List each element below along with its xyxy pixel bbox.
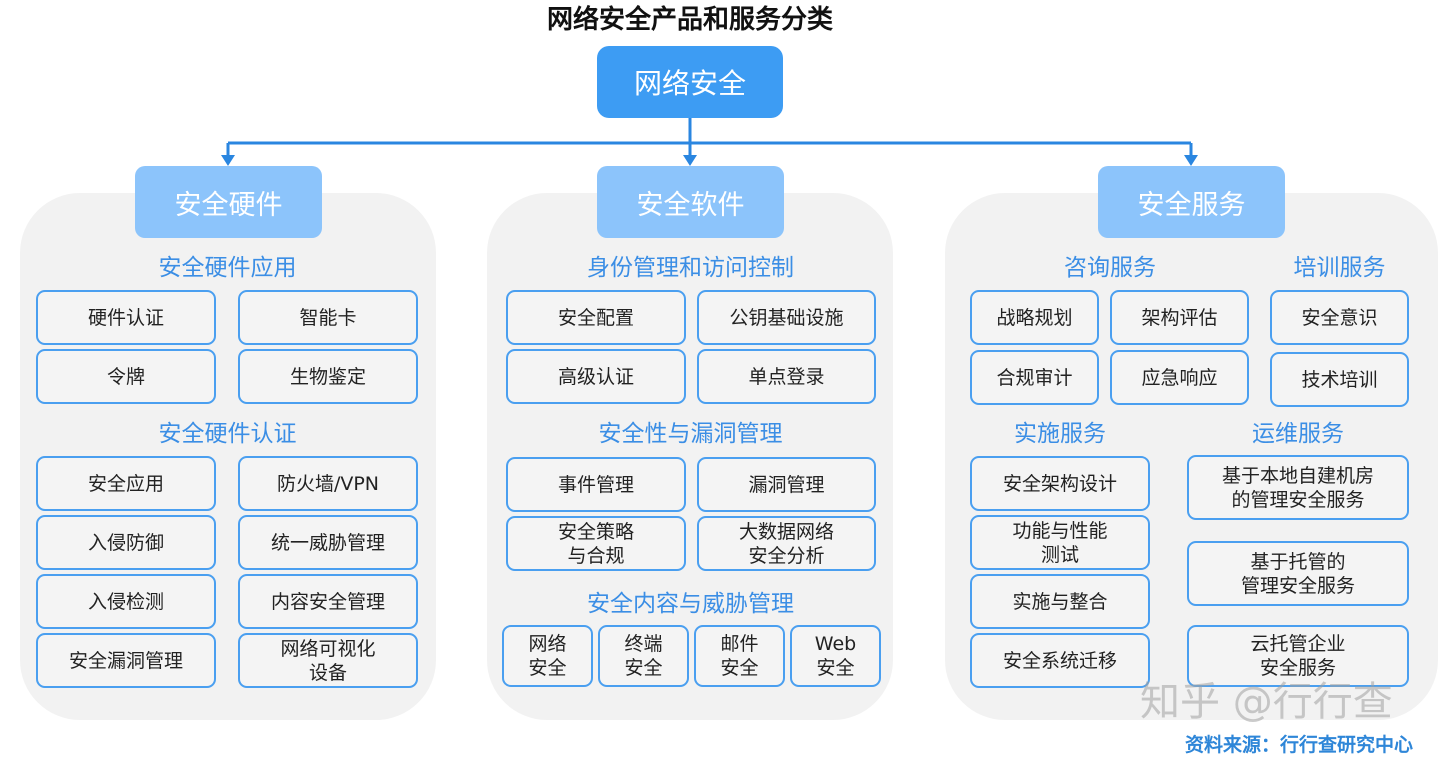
node-implementation-integration: 实施与整合 bbox=[970, 574, 1150, 629]
section-hardware-certification: 安全硬件认证 bbox=[158, 421, 297, 447]
section-operations: 运维服务 bbox=[1252, 421, 1344, 447]
node-security-architecture: 安全架构设计 bbox=[970, 456, 1150, 511]
root-node: 网络安全 bbox=[597, 46, 783, 118]
node-smart-card: 智能卡 bbox=[238, 290, 418, 345]
section-identity-access: 身份管理和访问控制 bbox=[587, 255, 794, 281]
section-security-vulnerability: 安全性与漏洞管理 bbox=[598, 421, 783, 447]
node-network-security: 网络 安全 bbox=[502, 625, 593, 687]
node-compliance-audit: 合规审计 bbox=[970, 350, 1099, 405]
node-intrusion-prevention: 入侵防御 bbox=[36, 515, 216, 570]
node-security-awareness: 安全意识 bbox=[1270, 290, 1409, 345]
node-endpoint-security: 终端 安全 bbox=[598, 625, 689, 687]
arrow-software bbox=[683, 155, 697, 166]
node-utm: 统一威胁管理 bbox=[238, 515, 418, 570]
node-hosted-managed-security: 基于托管的 管理安全服务 bbox=[1187, 541, 1409, 606]
node-architecture-review: 架构评估 bbox=[1110, 290, 1249, 345]
node-content-security: 内容安全管理 bbox=[238, 574, 418, 629]
section-consulting: 咨询服务 bbox=[1064, 255, 1156, 281]
arrow-services bbox=[1184, 155, 1198, 166]
node-intrusion-detection: 入侵检测 bbox=[36, 574, 216, 629]
node-local-managed-security: 基于本地自建机房 的管理安全服务 bbox=[1187, 455, 1409, 520]
node-vuln-mgmt: 漏洞管理 bbox=[697, 457, 876, 512]
arrow-hardware bbox=[221, 155, 235, 166]
node-network-visualization: 网络可视化 设备 bbox=[238, 633, 418, 688]
node-pki: 公钥基础设施 bbox=[697, 290, 876, 345]
node-sso: 单点登录 bbox=[697, 349, 876, 404]
node-emergency-response: 应急响应 bbox=[1110, 350, 1249, 405]
node-function-performance: 功能与性能 测试 bbox=[970, 515, 1150, 570]
section-hardware-application: 安全硬件应用 bbox=[158, 255, 297, 281]
node-web-security: Web 安全 bbox=[790, 625, 881, 687]
category-software: 安全软件 bbox=[597, 166, 784, 238]
node-cloud-enterprise-security: 云托管企业 安全服务 bbox=[1187, 625, 1409, 687]
node-security-config: 安全配置 bbox=[506, 290, 686, 345]
node-technical-training: 技术培训 bbox=[1270, 352, 1409, 407]
node-event-mgmt: 事件管理 bbox=[506, 457, 686, 512]
node-bigdata-analysis: 大数据网络 安全分析 bbox=[697, 516, 876, 571]
node-strategy-planning: 战略规划 bbox=[970, 290, 1099, 345]
node-advanced-auth: 高级认证 bbox=[506, 349, 686, 404]
node-token: 令牌 bbox=[36, 349, 216, 404]
node-policy-compliance: 安全策略 与合规 bbox=[506, 516, 686, 571]
node-firewall-vpn: 防火墙/VPN bbox=[238, 456, 418, 511]
section-implementation: 实施服务 bbox=[1014, 421, 1106, 447]
section-training: 培训服务 bbox=[1293, 255, 1386, 281]
node-hardware-auth: 硬件认证 bbox=[36, 290, 216, 345]
source-note: 资料来源：行行查研究中心 bbox=[1185, 734, 1414, 756]
node-vulnerability-mgmt: 安全漏洞管理 bbox=[36, 633, 216, 688]
node-biometric: 生物鉴定 bbox=[238, 349, 418, 404]
node-security-app: 安全应用 bbox=[36, 456, 216, 511]
category-services: 安全服务 bbox=[1098, 166, 1285, 238]
node-email-security: 邮件 安全 bbox=[694, 625, 785, 687]
category-hardware: 安全硬件 bbox=[135, 166, 322, 238]
diagram-title: 网络安全产品和服务分类 bbox=[546, 5, 833, 35]
watermark: 知乎 @行行查 bbox=[1140, 679, 1393, 725]
node-system-migration: 安全系统迁移 bbox=[970, 633, 1150, 688]
section-content-threat: 安全内容与威胁管理 bbox=[587, 591, 794, 617]
